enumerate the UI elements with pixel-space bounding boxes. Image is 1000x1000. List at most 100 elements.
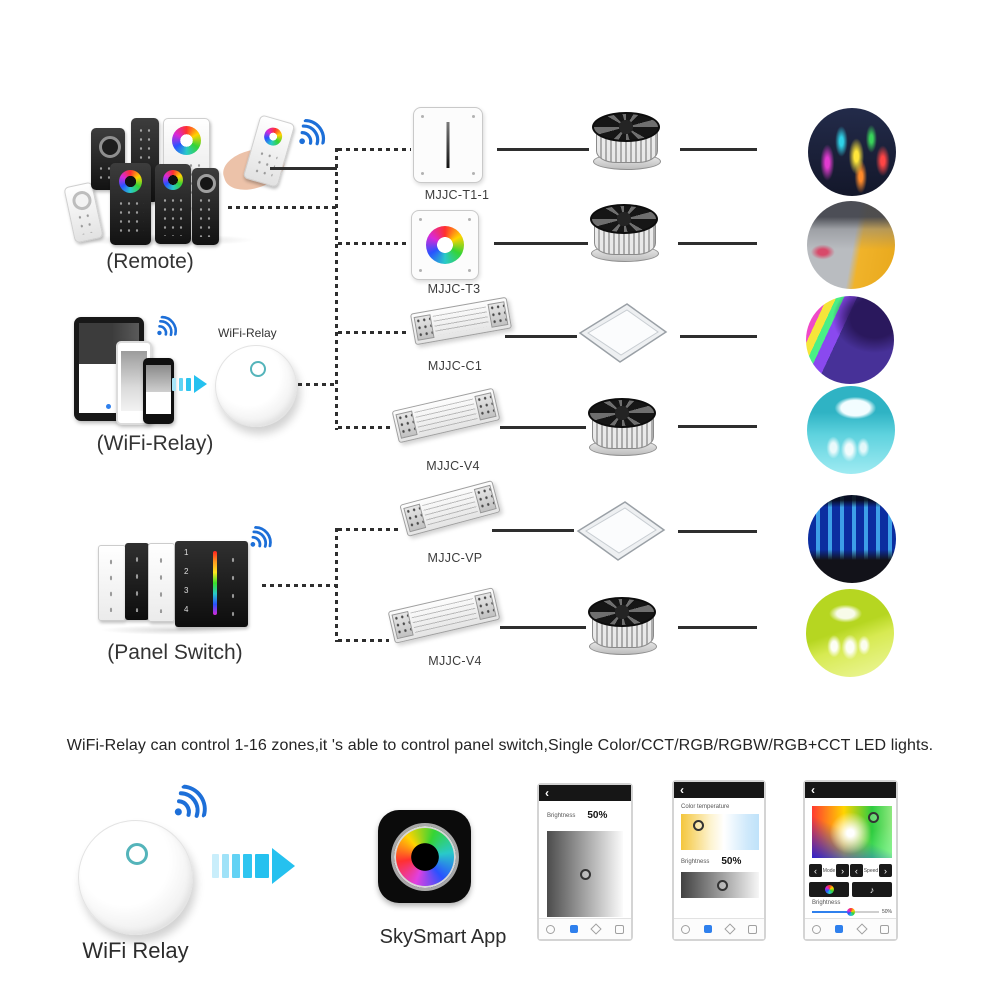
connect-arrow: [212, 848, 295, 884]
nav-scene-icon: [724, 923, 736, 935]
controller-mjjc-t3: [411, 210, 479, 280]
touch-panel-white-2: [148, 543, 175, 622]
dial-knob: [70, 189, 94, 212]
nav-scene-icon: [590, 923, 602, 935]
connector-remote-dotted: [228, 206, 337, 209]
controller-mjjc-v4b: [387, 587, 501, 644]
stub-mjjc-t3: [338, 242, 409, 245]
brightness-knob: [716, 879, 728, 891]
nav-settings-icon: [748, 924, 757, 934]
zone-buttons: [107, 554, 117, 612]
pad-knob: [580, 868, 592, 880]
brightness-slider-row: 50%: [812, 908, 892, 916]
phone-screen: [121, 351, 147, 411]
touch-panel-white-1: [98, 545, 126, 621]
scene-photo-led-pillars: [806, 296, 894, 384]
mode-speed-row: ‹ Mode › ‹ Speed ›: [809, 864, 892, 877]
app-header: ‹: [805, 782, 896, 798]
label-mjjc-vp: MJJC-VP: [427, 551, 483, 565]
panel-shadow: [100, 625, 250, 635]
brightness-label: Brightness: [812, 900, 841, 906]
line-r4-right: [678, 425, 757, 428]
line-r6-right: [678, 626, 757, 629]
mode-label: Mode: [822, 867, 836, 874]
app-color-ring: [393, 825, 456, 888]
scene-photo-blue-building: [808, 495, 896, 583]
connector-wifi-relay: [298, 383, 337, 386]
speed-prev-button: ‹: [849, 864, 863, 877]
description-text: WiFi-Relay can control 1-16 zones,it 's …: [66, 737, 934, 754]
app-screen-brightness: ‹ Brightness 50%: [537, 783, 633, 941]
nav-control-icon: [835, 925, 844, 933]
phone-photo: [146, 365, 171, 392]
led-strip-reel-1: [592, 112, 661, 170]
button-grid: [252, 148, 279, 177]
remote-dimmer-white: [63, 181, 104, 244]
color-wheel: [119, 170, 142, 193]
palette-knob: [868, 812, 879, 824]
wifi-relay-device-label: WiFi-Relay: [218, 326, 277, 340]
brightness-value: 50%: [881, 909, 892, 915]
skysmart-app-label: SkySmart App: [379, 926, 507, 948]
app-body: Brightness 50%: [539, 801, 631, 918]
dpad-ring: [99, 136, 121, 158]
speed-next-button: ›: [878, 864, 892, 877]
brightness-value: 50%: [721, 856, 742, 867]
zone-3-label: 3: [184, 586, 189, 595]
connector-remote-solid: [270, 167, 337, 170]
bus-line-top: [335, 148, 338, 430]
scene-photo-city-neon: [808, 108, 896, 196]
app-nav-bar: [539, 918, 631, 939]
controller-mjjc-t1-1: [413, 107, 483, 183]
stub-mjjc-v4: [338, 426, 393, 429]
app-nav-bar: [674, 918, 764, 939]
cct-knob: [693, 820, 705, 832]
zone-4-label: 4: [184, 605, 189, 614]
line-r3-right: [680, 335, 757, 338]
line-r4-left: [500, 426, 586, 429]
nav-control-icon: [569, 925, 578, 933]
line-r6-left: [500, 626, 586, 629]
nav-settings-icon: [614, 924, 624, 934]
line-r1-right: [680, 148, 757, 151]
sync-arrow: [172, 375, 207, 393]
label-mjjc-t3: MJJC-T3: [427, 282, 481, 296]
scene-photo-cyan-lobby: [807, 386, 895, 474]
wifi-relay-group-caption: (WiFi-Relay): [96, 432, 214, 455]
tablet-button: [106, 404, 111, 409]
label-mjjc-c1: MJJC-C1: [427, 359, 483, 373]
wifi-relay-product-label: WiFi Relay: [82, 938, 189, 963]
brightness-bar: [681, 872, 759, 898]
label-mjjc-v4: MJJC-V4: [426, 459, 480, 473]
relay-led-ring: [250, 361, 266, 377]
nav-settings-icon: [879, 924, 889, 934]
wifi-signal-icon: [174, 784, 207, 818]
brightness-slider: [812, 908, 879, 916]
remote-group: (Remote): [63, 112, 337, 282]
panel-switch-group: 1 2 3 4 (Panel Switch): [90, 525, 345, 667]
color-palette: [812, 806, 892, 858]
wifi-signal-icon: [299, 118, 326, 146]
brightness-label: Brightness: [547, 812, 576, 819]
brightness-label: Brightness: [681, 858, 710, 865]
zone-buttons: [133, 551, 141, 612]
scene-photo-green-hall: [806, 589, 894, 677]
remote-in-hand: [242, 114, 296, 188]
dim-slider-mark: [446, 122, 450, 168]
line-r2-left: [494, 242, 588, 245]
zone-1-label: 1: [184, 548, 189, 557]
function-buttons-row: ♪: [809, 882, 892, 897]
nav-home-icon: [812, 924, 822, 934]
remote-group-caption: (Remote): [106, 250, 194, 273]
label-mjjc-v4b: MJJC-V4: [428, 654, 482, 668]
color-mode-button: [809, 882, 849, 897]
app-header: ‹: [539, 785, 631, 801]
line-r2-right: [678, 242, 757, 245]
led-panel-1: [578, 303, 668, 363]
stub-mjjc-vp: [338, 528, 402, 531]
wifi-relay-group: WiFi-Relay (WiFi-Relay): [70, 315, 325, 465]
skysmart-app-icon: [378, 810, 471, 903]
back-icon: ‹: [811, 783, 815, 797]
mode-next-button: ›: [836, 864, 850, 877]
touch-panel-black-large: 1 2 3 4: [175, 541, 248, 627]
